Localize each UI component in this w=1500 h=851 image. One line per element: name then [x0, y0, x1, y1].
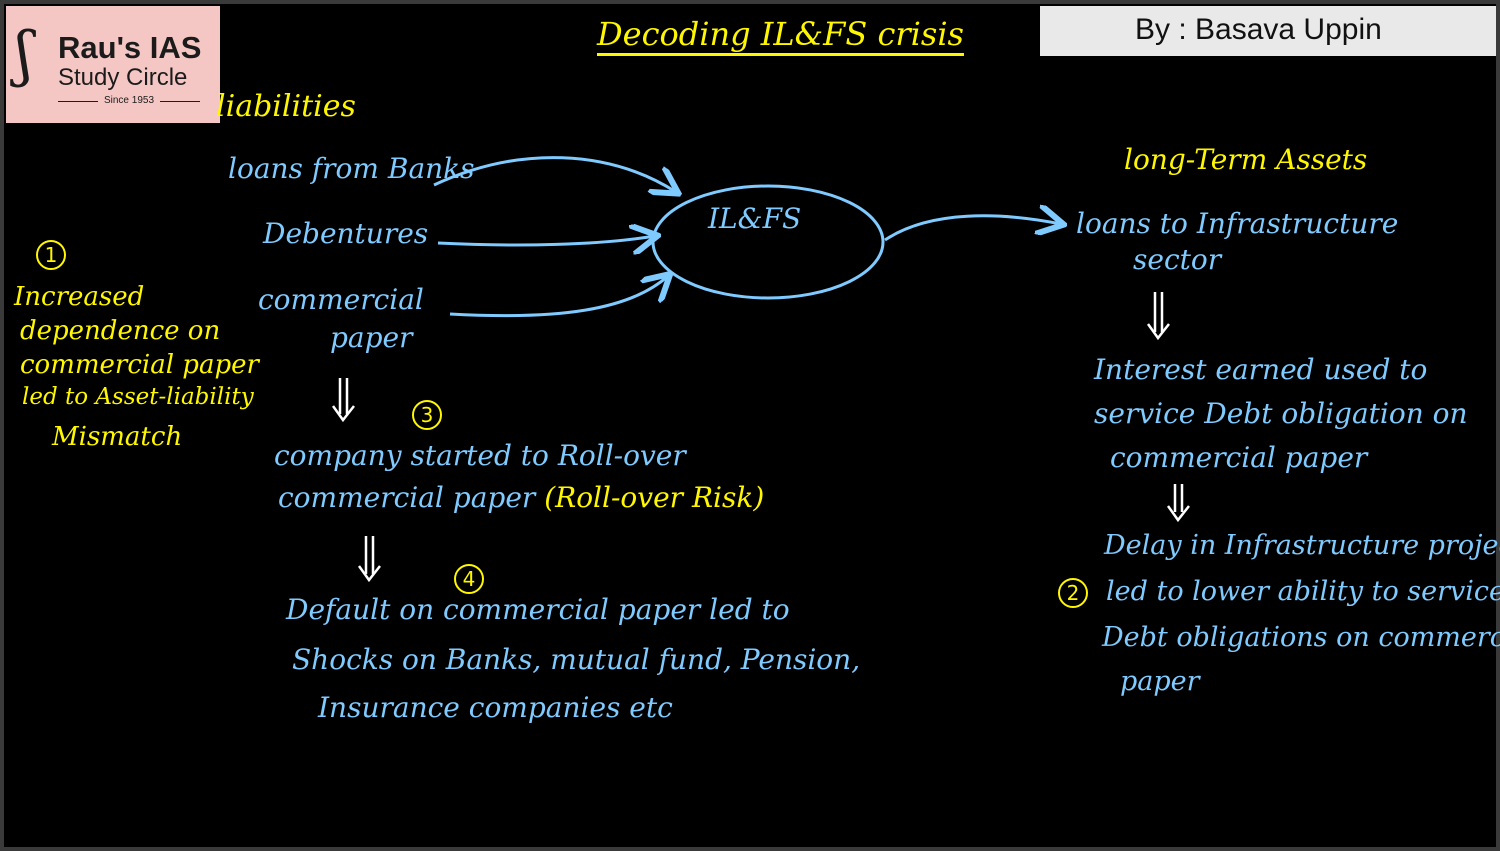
author-name: By : Basava Uppin — [1135, 13, 1382, 46]
double-arrow-down-icon — [357, 536, 381, 583]
point-2-number: 2 — [1058, 578, 1088, 608]
point-1-line: dependence on — [20, 316, 221, 346]
logo-subtitle: Study Circle — [58, 64, 188, 91]
point-1-line: Increased — [14, 282, 145, 312]
point-2-line: led to lower ability to service — [1106, 576, 1500, 607]
interest-line: commercial paper — [1110, 441, 1368, 474]
point-4-number: 4 — [454, 564, 484, 594]
point-2-line: paper — [1120, 666, 1200, 697]
arrow-ilfs-to-assets — [884, 216, 1061, 242]
logo-since: Since 1953 — [58, 95, 200, 106]
raus-ias-logo: ʃ Rau's IAS Study Circle Since 1953 — [6, 6, 220, 123]
point-2-line: Debt obligations on commercial — [1102, 622, 1500, 653]
page-title: Decoding IL&FS crisis — [597, 15, 964, 53]
point-1-line: commercial paper — [20, 350, 259, 380]
double-arrow-down-icon — [331, 378, 355, 423]
point-3-number: 3 — [412, 400, 442, 430]
liability-debentures: Debentures — [263, 217, 429, 250]
point-4-line: Insurance companies etc — [318, 691, 673, 724]
point-2-line: Delay in Infrastructure project — [1104, 530, 1500, 561]
arrow-loans-to-ilfs — [433, 156, 676, 192]
liabilities-heading: liabilities — [216, 89, 356, 124]
point-4-line: Default on commercial paper led to — [286, 593, 790, 626]
point-4-line: Shocks on Banks, mutual fund, Pension, — [292, 643, 861, 676]
author-banner: By : Basava Uppin — [1040, 6, 1496, 56]
point-3-commercial-paper: commercial paper — [278, 481, 536, 514]
interest-line: Interest earned used to — [1094, 353, 1428, 386]
double-arrow-down-icon — [1166, 484, 1190, 523]
point-3-rollover-risk: (Roll-over Risk) — [544, 481, 765, 514]
liability-paper: paper — [330, 321, 413, 354]
liability-commercial: commercial — [258, 283, 424, 316]
asset-item-line1: loans to Infrastructure — [1076, 207, 1399, 240]
liability-loans-from-banks: loans from Banks — [228, 152, 475, 185]
point-3-line2: commercial paper (Roll-over Risk) — [278, 484, 764, 512]
logo-title: Rau's IAS — [58, 30, 202, 65]
ilfs-node-label: IL&FS — [708, 202, 802, 235]
asset-item-line2: sector — [1133, 243, 1222, 276]
point-1-number: 1 — [36, 240, 66, 270]
point-3-line1: company started to Roll-over — [274, 439, 686, 472]
double-arrow-down-icon — [1146, 292, 1170, 341]
point-1-line: led to Asset-liability — [22, 384, 254, 410]
assets-heading: long-Term Assets — [1124, 143, 1368, 176]
point-1-line: Mismatch — [52, 422, 183, 452]
logo-mark: ʃ — [16, 19, 33, 89]
arrow-debentures-to-ilfs — [437, 236, 655, 245]
interest-line: service Debt obligation on — [1094, 397, 1468, 430]
arrow-cp-to-ilfs — [449, 276, 668, 318]
